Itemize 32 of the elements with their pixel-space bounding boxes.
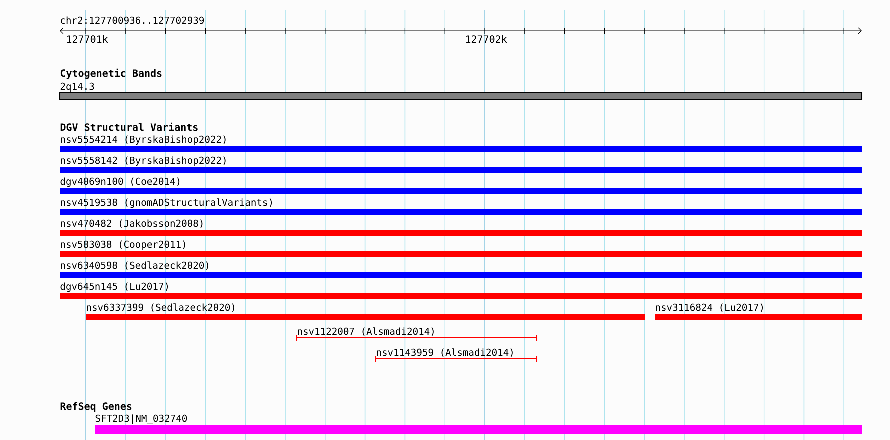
node-label: 2q14.3 [60,82,94,92]
node-label: dgv4069n100 (Coe2014) [60,178,180,188]
variant-bar: nsv4519538 (gnomADStructuralVariants) [60,198,862,215]
node-label: SFT2D3|NM_032740 [96,414,188,424]
track-heading: Cytogenetic Bands [60,68,162,80]
variant-bar: nsv470482 (Jakobsson2008) [60,220,862,236]
variant-bar: dgv4069n100 (Coe2014) [60,178,862,194]
node-label: nsv5558142 (ByrskaBishop2022) [61,156,226,166]
variant-bar: dgv645n145 (Lu2017) [60,282,862,299]
variant-range: nsv1143959 (Alsmadi2014) [376,348,538,362]
node-label: nsv4519538 (gnomADStructuralVariants) [61,198,272,208]
tick-label: 127701k [67,35,108,44]
node-label: nsv3116824 (Lu2017) [656,304,764,312]
variant-bar: SFT2D3|NM_032740 [95,414,862,434]
variant-bar: nsv583038 (Cooper2011) [60,240,862,257]
variant-bar: nsv6337399 (Sedlazeck2020) [86,304,645,320]
region-title: chr2:127700936..127702939 [61,16,204,24]
track-heading: RefSeq Genes [60,402,132,412]
variant-range: nsv1122007 (Alsmadi2014) [296,328,538,342]
node-label: dgv645n145 (Lu2017) [60,282,168,292]
cytoband-bar: 2q14.3 [60,82,862,100]
track-heading: DGV Structural Variants [60,122,198,132]
variant-bar: nsv5554214 (ByrskaBishop2022) [60,136,862,152]
node-label: nsv5554214 (ByrskaBishop2022) [61,136,226,145]
node-label: nsv6337399 (Sedlazeck2020) [87,304,234,312]
variant-bar: nsv5558142 (ByrskaBishop2022) [60,156,862,173]
node-label: nsv470482 (Jakobsson2008) [61,220,203,228]
variant-bar: nsv6340598 (Sedlazeck2020) [60,262,862,278]
node-label: nsv583038 (Cooper2011) [61,240,186,250]
node-label: nsv6340598 (Sedlazeck2020) [61,262,208,270]
tick-label: 127702k [466,35,508,44]
variant-bar: nsv3116824 (Lu2017) [655,304,862,320]
